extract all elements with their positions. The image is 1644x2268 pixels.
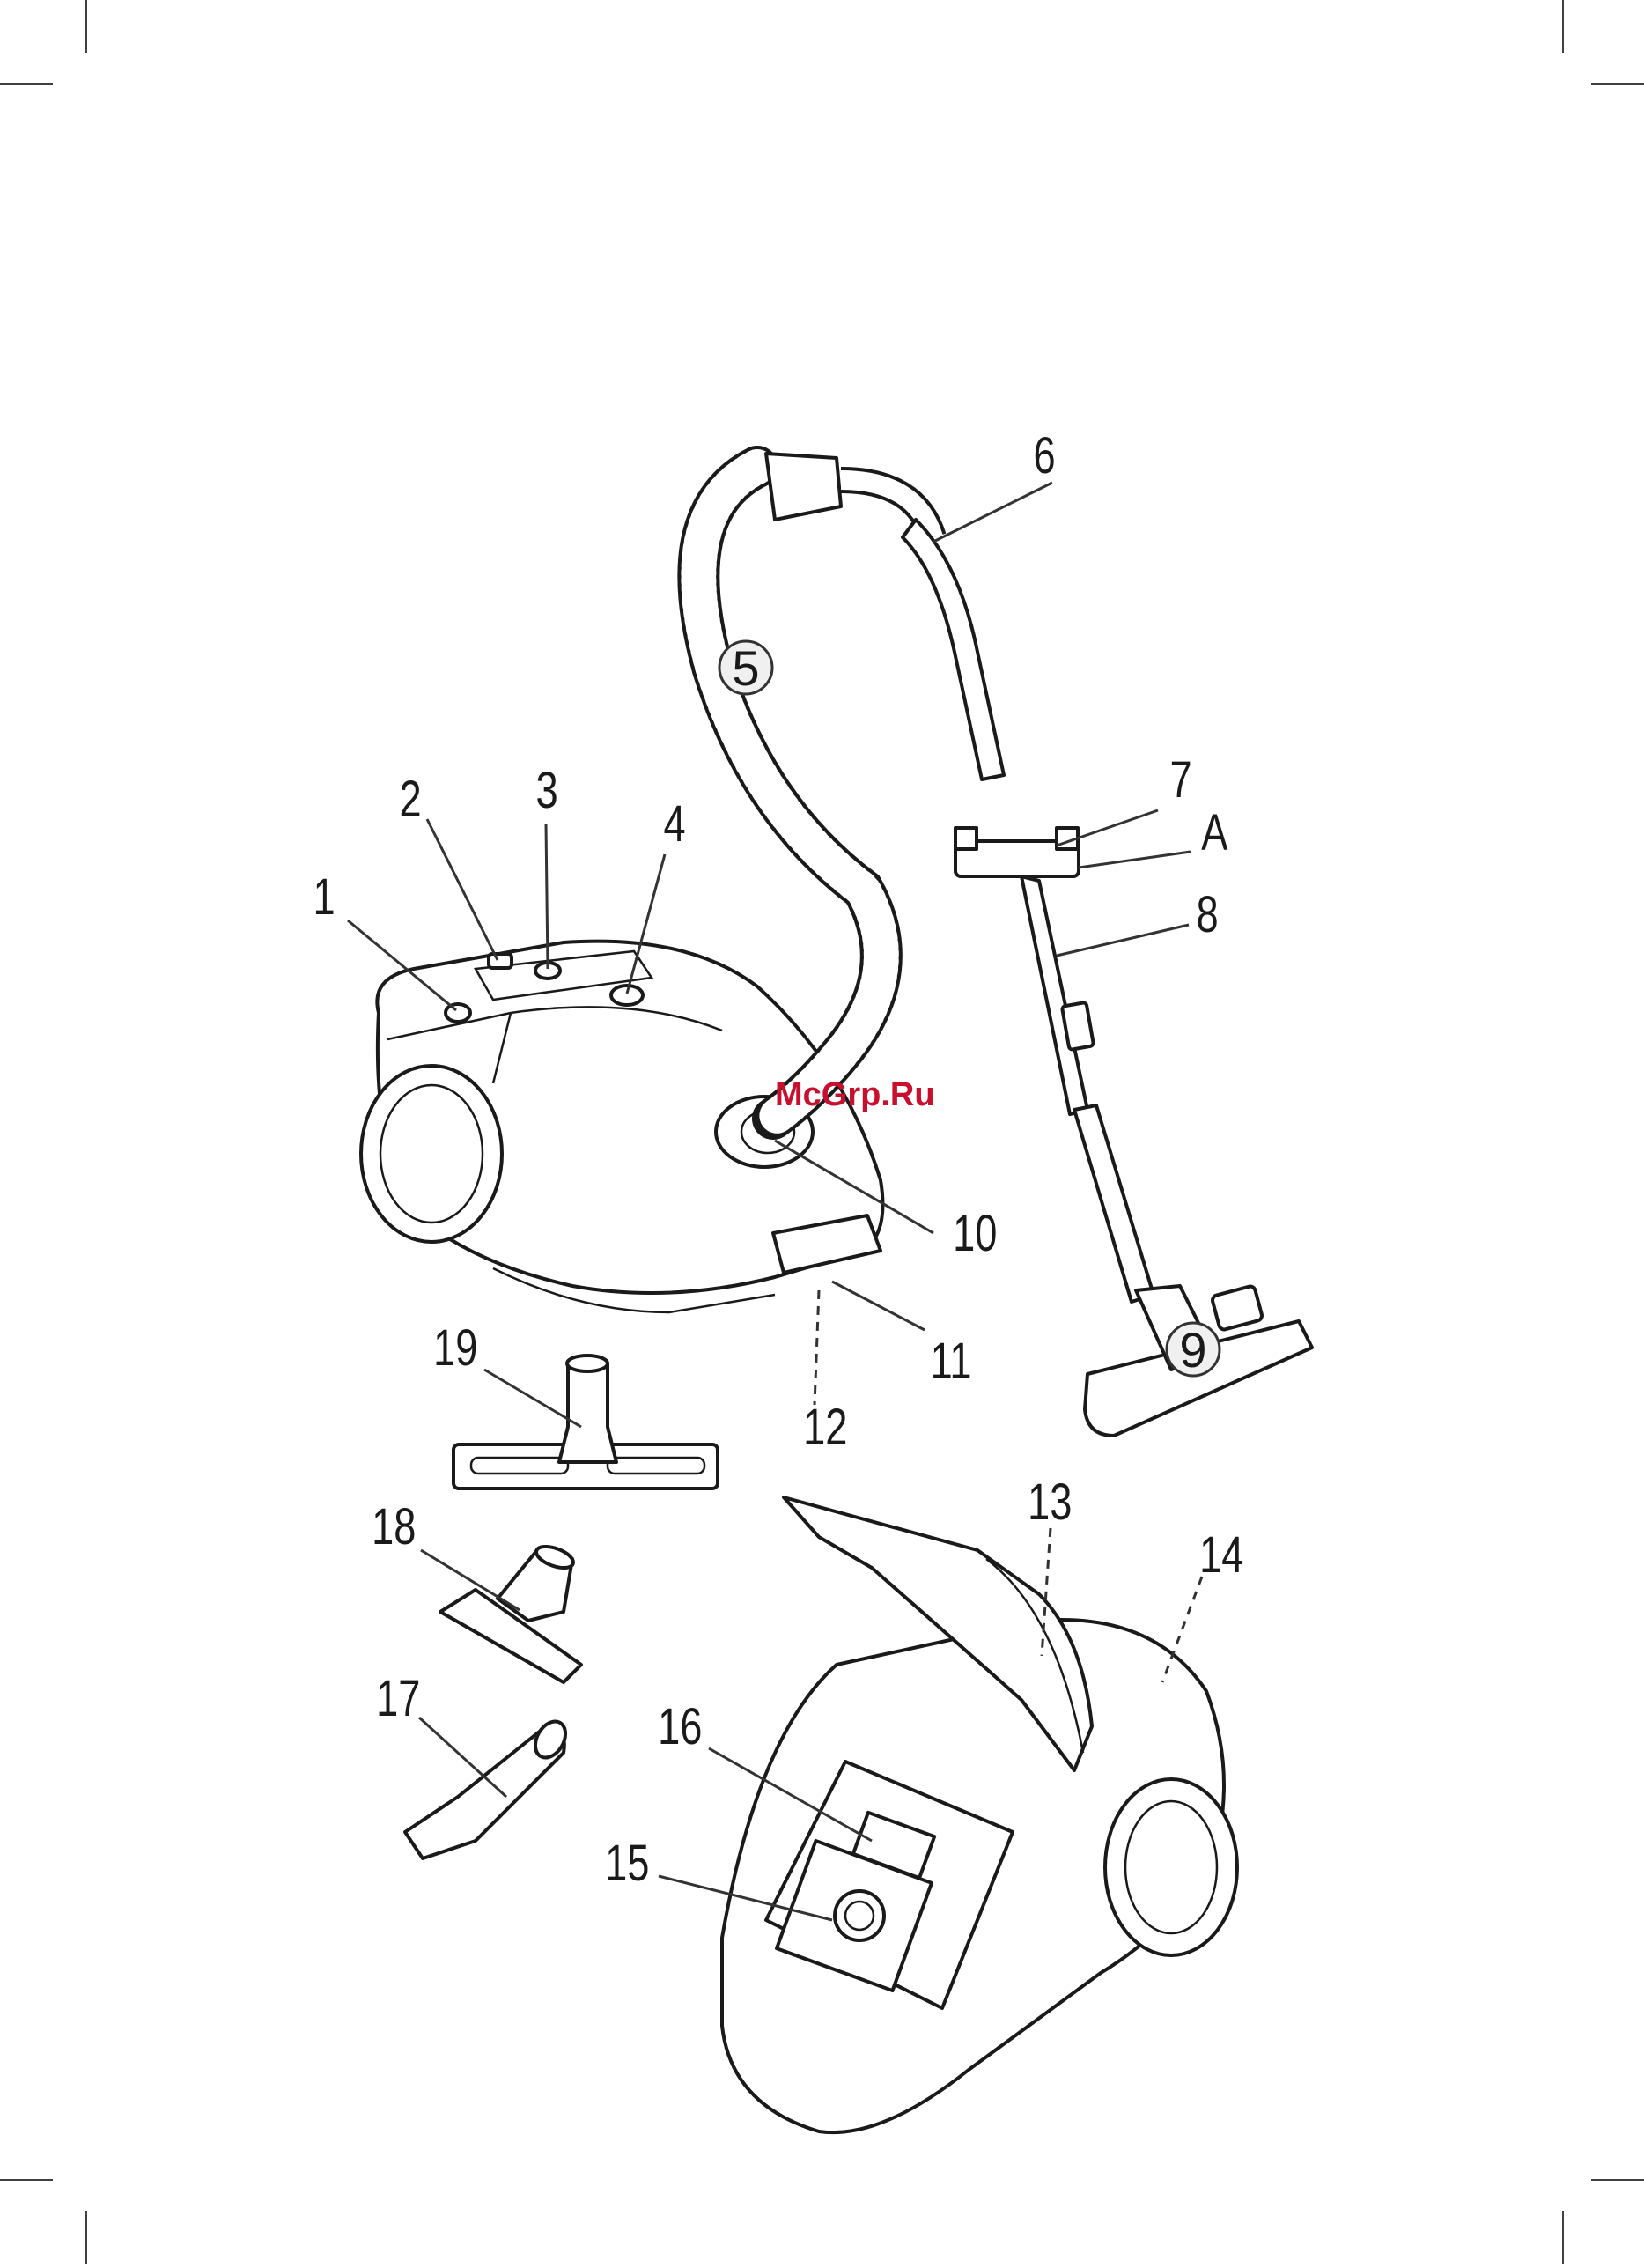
label-4: 4 [664, 796, 686, 853]
label-15: 15 [605, 1836, 649, 1893]
svg-text:9: 9 [1179, 1322, 1206, 1378]
label-12: 12 [803, 1400, 847, 1457]
label-13: 13 [1028, 1474, 1072, 1532]
crevice-tool-17 [405, 1716, 571, 1858]
label-7: 7 [1170, 752, 1192, 809]
label-17: 17 [376, 1671, 420, 1728]
label-19: 19 [433, 1320, 477, 1378]
label-1: 1 [313, 869, 335, 927]
circled-label-5: 5 [719, 640, 772, 696]
vacuum-open [722, 1497, 1237, 2132]
label-6: 6 [1034, 428, 1056, 485]
label-10: 10 [953, 1206, 997, 1263]
label-14: 14 [1199, 1527, 1243, 1585]
label-18: 18 [372, 1499, 416, 1556]
label-16: 16 [658, 1699, 702, 1756]
circled-label-9: 9 [1167, 1322, 1220, 1378]
label-11: 11 [931, 1333, 972, 1391]
handle-and-tube [903, 520, 1312, 1436]
upholstery-nozzle-18 [440, 1542, 581, 1682]
label-2: 2 [400, 772, 422, 829]
label-3: 3 [536, 763, 558, 820]
watermark: McGrp.Ru [775, 1076, 935, 1113]
label-8: 8 [1197, 887, 1219, 944]
label-A: A [1201, 805, 1227, 862]
svg-text:5: 5 [732, 640, 759, 696]
